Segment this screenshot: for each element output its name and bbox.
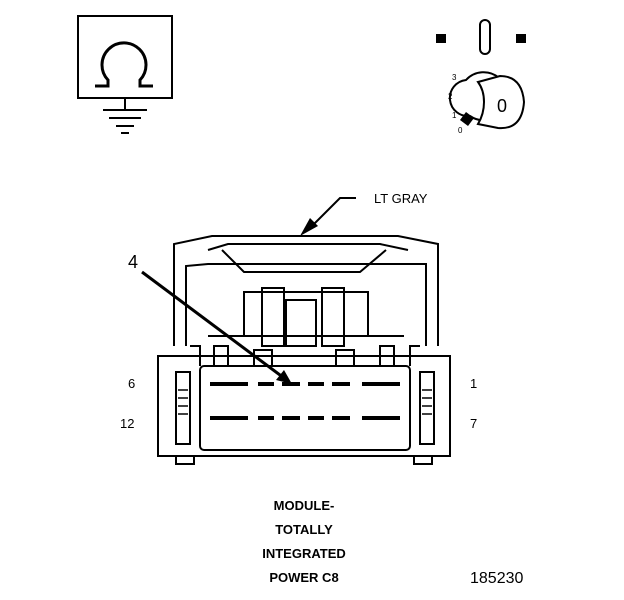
terminal-row-bottom — [210, 416, 400, 420]
terminal-slot — [362, 416, 400, 420]
ignition-position-0: 0 — [458, 126, 463, 135]
caption-line-4: POWER C8 — [269, 570, 339, 585]
figure-number: 185230 — [470, 570, 524, 587]
terminal-slot — [332, 382, 350, 386]
color-callout-label: LT GRAY — [374, 191, 428, 206]
terminal-slot — [362, 382, 400, 386]
terminal-row-top — [210, 382, 400, 386]
terminal-slot — [210, 416, 248, 420]
ignition-key-label: 0 — [497, 96, 507, 116]
caption-line-1: MODULE- — [273, 498, 335, 513]
terminal-callout-arrowhead — [276, 370, 292, 384]
pin-label-6: 6 — [128, 376, 135, 391]
terminal-slot — [308, 382, 324, 386]
ignition-key-switch-icon — [436, 19, 526, 130]
caption-line-3: INTEGRATED — [262, 546, 346, 561]
terminal-slot — [258, 382, 274, 386]
ohm-ground-icon — [77, 15, 173, 134]
pin-label-12: 12 — [120, 416, 134, 431]
terminal-callout-label: 4 — [128, 252, 138, 272]
color-callout-arrowhead — [300, 218, 318, 236]
side-ribs — [178, 389, 432, 415]
ignition-position-3: 3 — [452, 73, 457, 82]
connector-body — [157, 235, 451, 465]
ignition-position-1: 1 — [452, 111, 457, 120]
color-callout-leader — [311, 197, 356, 227]
caption-line-2: TOTALLY — [275, 522, 333, 537]
ignition-position-2: 2 — [448, 92, 453, 101]
terminal-slot — [210, 382, 248, 386]
terminal-callout-leader — [141, 270, 285, 380]
terminal-slot — [282, 416, 300, 420]
terminal-slot — [308, 416, 324, 420]
pin-label-7: 7 — [470, 416, 477, 431]
terminal-slot — [258, 416, 274, 420]
terminal-slot — [332, 416, 350, 420]
terminal-slot — [282, 382, 300, 386]
pin-label-1: 1 — [470, 376, 477, 391]
